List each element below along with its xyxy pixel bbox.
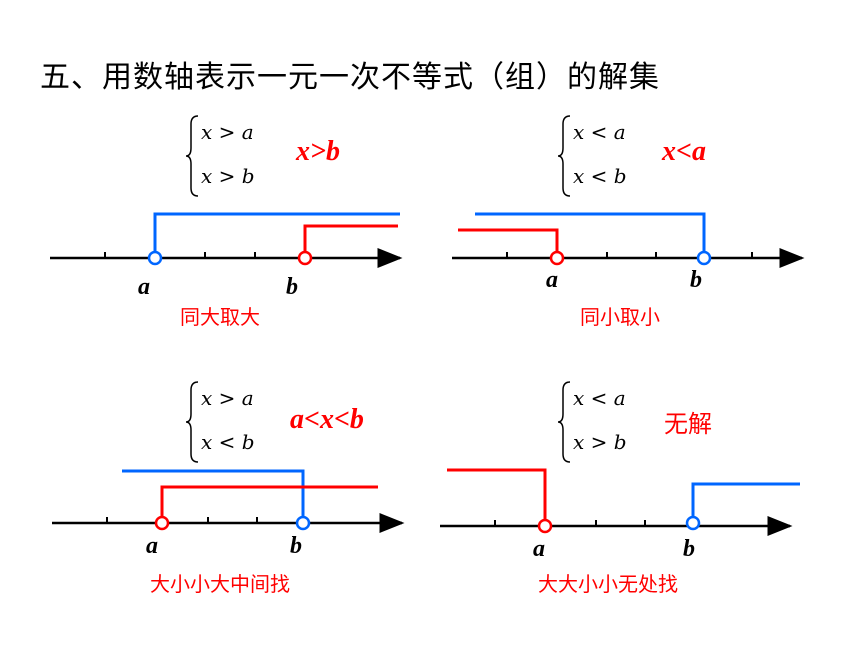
solution-ray-b bbox=[691, 482, 800, 526]
solution-ray-a bbox=[447, 468, 547, 526]
inequality-system-2: x < a x < b bbox=[557, 114, 667, 198]
point-label-b: b bbox=[290, 533, 302, 559]
open-point-b bbox=[696, 250, 712, 266]
inequality-1: x < a bbox=[573, 120, 626, 144]
inequality-2: x < b bbox=[573, 164, 627, 188]
solution-ray-a bbox=[160, 485, 378, 523]
solution-ray-a bbox=[153, 212, 400, 258]
brace-icon bbox=[557, 381, 571, 463]
number-line-2: a b bbox=[452, 212, 805, 293]
open-point-a bbox=[537, 518, 553, 534]
point-label-a: a bbox=[146, 533, 158, 559]
open-point-b bbox=[295, 515, 311, 531]
solution-set-3: a<x<b bbox=[290, 404, 364, 435]
solution-set-2: x<a bbox=[662, 136, 706, 167]
brace-icon bbox=[185, 115, 199, 197]
open-point-a bbox=[147, 250, 163, 266]
solution-set-4: 无解 bbox=[664, 410, 712, 438]
point-label-b: b bbox=[690, 267, 702, 293]
inequality-2: x < b bbox=[201, 430, 255, 454]
solution-ray-a bbox=[458, 228, 559, 258]
brace-icon bbox=[185, 381, 199, 463]
inequality-system-3: x > a x < b bbox=[185, 380, 295, 464]
rule-text-4: 大大小小无处找 bbox=[538, 572, 678, 596]
point-label-b: b bbox=[286, 274, 298, 300]
point-label-b: b bbox=[683, 536, 695, 562]
inequality-1: x < a bbox=[573, 386, 626, 410]
solution-ray-b bbox=[475, 212, 706, 258]
inequality-1: x > a bbox=[201, 120, 254, 144]
open-point-b bbox=[297, 250, 313, 266]
number-line-3: a b bbox=[52, 469, 405, 559]
open-point-a bbox=[154, 515, 170, 531]
open-point-b bbox=[685, 515, 701, 531]
rule-text-1: 同大取大 bbox=[180, 305, 260, 329]
point-label-a: a bbox=[546, 267, 558, 293]
solution-ray-b bbox=[303, 224, 398, 258]
solution-ray-b bbox=[122, 469, 305, 523]
inequality-2: x > b bbox=[201, 164, 255, 188]
number-line-4: a b bbox=[440, 468, 800, 562]
brace-icon bbox=[557, 115, 571, 197]
solution-set-1: x>b bbox=[296, 136, 340, 167]
number-line-1: a b bbox=[50, 212, 403, 300]
point-label-a: a bbox=[533, 536, 545, 562]
rule-text-3: 大小小大中间找 bbox=[150, 572, 290, 596]
inequality-system-4: x < a x > b bbox=[557, 380, 667, 464]
inequality-1: x > a bbox=[201, 386, 254, 410]
inequality-2: x > b bbox=[573, 430, 627, 454]
rule-text-2: 同小取小 bbox=[580, 305, 660, 329]
open-point-a bbox=[549, 250, 565, 266]
point-label-a: a bbox=[138, 274, 150, 300]
page-title: 五、用数轴表示一元一次不等式（组）的解集 bbox=[40, 60, 660, 95]
inequality-system-1: x > a x > b bbox=[185, 114, 295, 198]
